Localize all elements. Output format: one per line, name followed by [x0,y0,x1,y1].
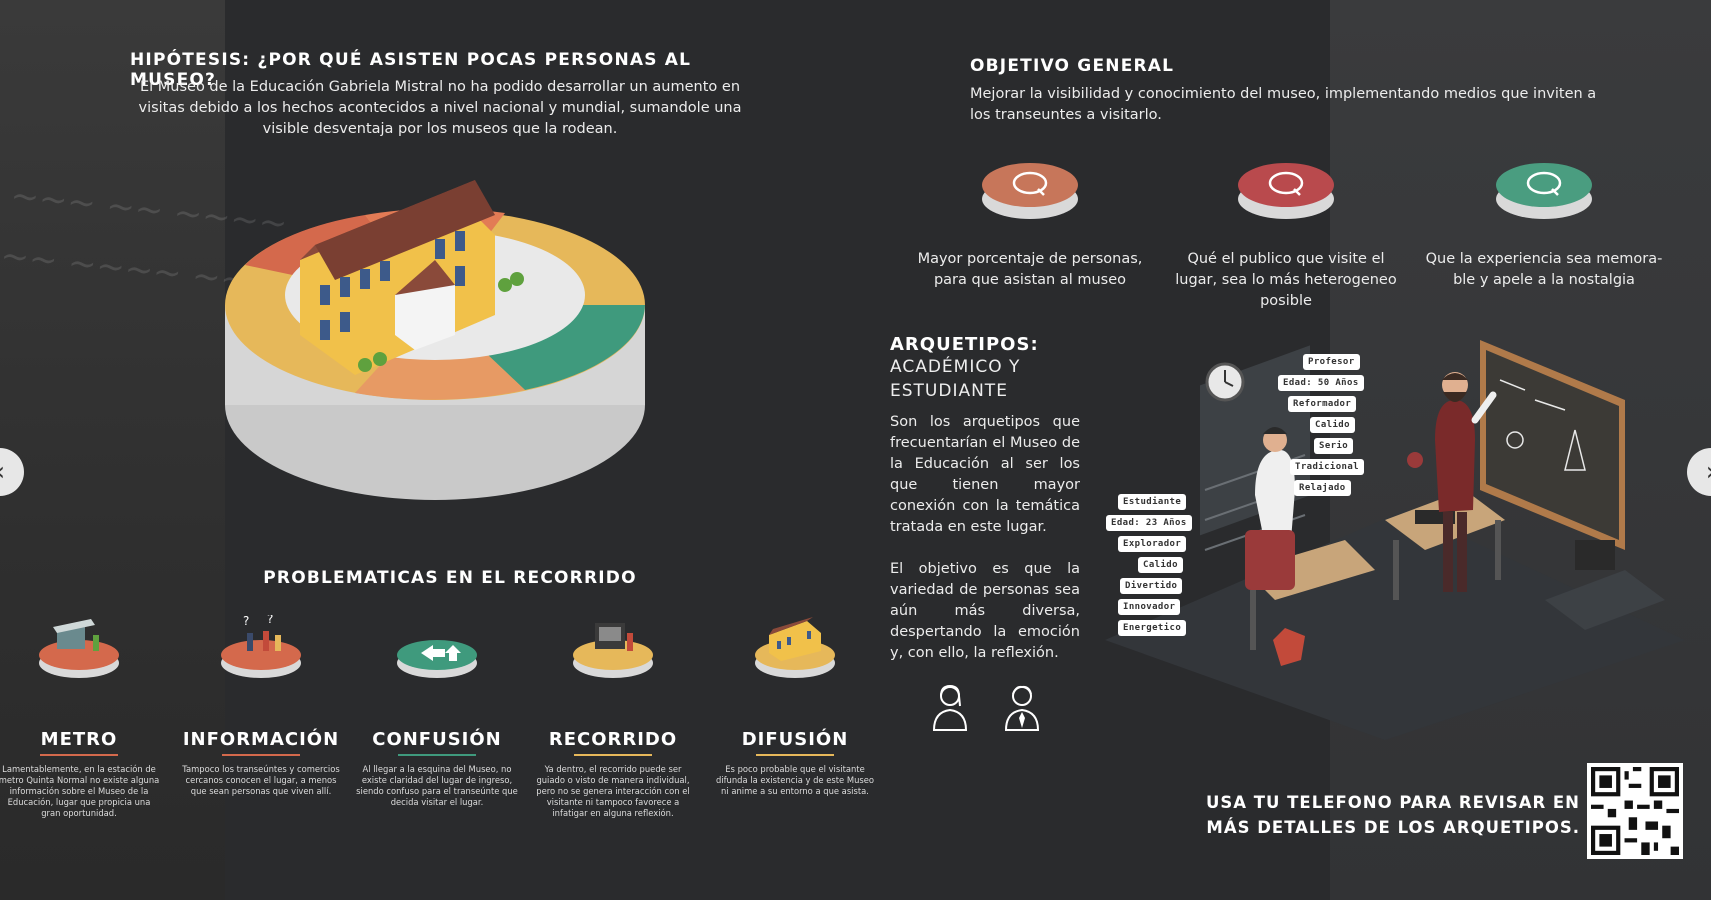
lightbulb-icon [1496,163,1592,219]
confused-people-icon: ?? [221,612,301,678]
hypothesis-title: HIPÓTESIS: ¿POR QUÉ ASISTEN POCAS PERSON… [130,50,692,90]
problem-card-metro: METRO Lamentablemente, en la estación de… [0,615,164,819]
teacher-tag: Tradicional [1290,459,1365,475]
archetypes-subtitle: ESTUDIANTE [890,381,1008,401]
female-person-icon [932,684,968,731]
problem-underline [222,754,300,756]
student-tag: Estudiante [1118,494,1187,510]
teacher-tag: Serio [1314,438,1354,454]
qr-code-icon[interactable] [1587,763,1683,859]
problem-name: INFORMACIÓN [182,729,340,750]
objective-title: OBJETIVO GENERAL [970,56,1175,76]
archetypes-body: Son los arquetipos que frecuentarían el … [890,412,1080,664]
classroom-illustration [1105,340,1685,740]
problem-name: METRO [40,729,118,750]
problem-card-informacion: ?? INFORMACIÓN Tampoco los transeúntes y… [176,612,346,797]
goal-label: Que la experiencia sea memora-ble y apel… [1425,251,1663,288]
problem-underline [398,754,476,756]
problem-name: CONFUSIÓN [372,729,502,750]
metro-station-icon [39,619,119,678]
problem-description: Tampoco los transeúntes y comercios cerc… [182,764,340,796]
problem-underline [756,754,834,756]
lightbulb-icon [982,163,1078,219]
background-left-panel [0,0,225,900]
objective-text: Mejorar la visibilidad y conocimiento de… [970,86,1597,123]
problem-name: RECORRIDO [548,729,678,750]
goal-item: Que la experiencia sea memora-ble y apel… [1424,155,1664,291]
teacher-tag: Edad: 50 Años [1278,375,1364,391]
archetypes-heading: ARQUETIPOS: ACADÉMICO Y ESTUDIANTE [890,334,1090,403]
male-person-icon [1004,685,1040,731]
problems-title: PROBLEMATICAS EN EL RECORRIDO [263,568,637,588]
archetypes-title: ARQUETIPOS: [890,334,1039,355]
problem-card-confusion: CONFUSIÓN Al llegar a la esquina del Mus… [352,615,522,808]
arrows-confusion-icon [397,640,477,678]
exhibit-icon [573,623,653,678]
problem-card-difusion: DIFUSIÓN Es poco probable que el visitan… [710,615,880,797]
problem-underline [574,754,652,756]
goal-label: Qué el publico que visite el lugar, sea … [1175,251,1397,309]
student-tag: Calido [1138,557,1183,573]
svg-text:?: ? [243,615,249,628]
goal-label: Mayor porcentaje de personas, para que a… [917,251,1143,288]
archetypes-paragraph: Son los arquetipos que frecuentarían el … [890,414,1080,535]
problem-description: Lamentablemente, en la estación de metro… [0,764,160,818]
student-tag: Innovador [1118,599,1181,615]
qr-call-to-action: USA TU TELEFONO PARA REVISAR EN MÁS DETA… [1195,790,1580,840]
museum-illustration [225,180,645,500]
problem-description: Al llegar a la esquina del Museo, no exi… [356,764,518,807]
archetypes-subtitle: ACADÉMICO Y [890,357,1021,377]
student-tag: Divertido [1120,578,1183,594]
problem-name: DIFUSIÓN [741,729,849,750]
problem-description: Ya dentro, el recorrido puede ser guiado… [536,764,690,818]
teacher-tag: Relajado [1294,480,1351,496]
student-tag: Energetico [1118,620,1187,636]
goal-item: Mayor porcentaje de personas, para que a… [910,155,1150,291]
problem-description: Es poco probable que el visitante difund… [715,764,875,796]
qr-text-line: MÁS DETALLES DE LOS ARQUETIPOS. [1206,818,1580,837]
student-tag: Edad: 23 Años [1106,515,1192,531]
teacher-tag: Reformador [1288,396,1357,412]
teacher-tag: Calido [1310,417,1355,433]
student-tag: Explorador [1118,536,1187,552]
lightbulb-icon [1238,163,1334,219]
svg-text:?: ? [267,615,273,626]
problem-card-recorrido: RECORRIDO Ya dentro, el recorrido puede … [528,615,698,819]
qr-text-line: USA TU TELEFONO PARA REVISAR EN [1205,793,1580,812]
teacher-tag: Profesor [1303,354,1360,370]
museum-building-icon [755,617,835,678]
archetypes-paragraph: El objetivo es que la variedad de person… [890,561,1080,661]
goal-item: Qué el publico que visite el lugar, sea … [1166,155,1406,312]
hypothesis-text: El Museo de la Educación Gabriela Mistra… [138,79,742,137]
problem-underline [40,754,118,756]
